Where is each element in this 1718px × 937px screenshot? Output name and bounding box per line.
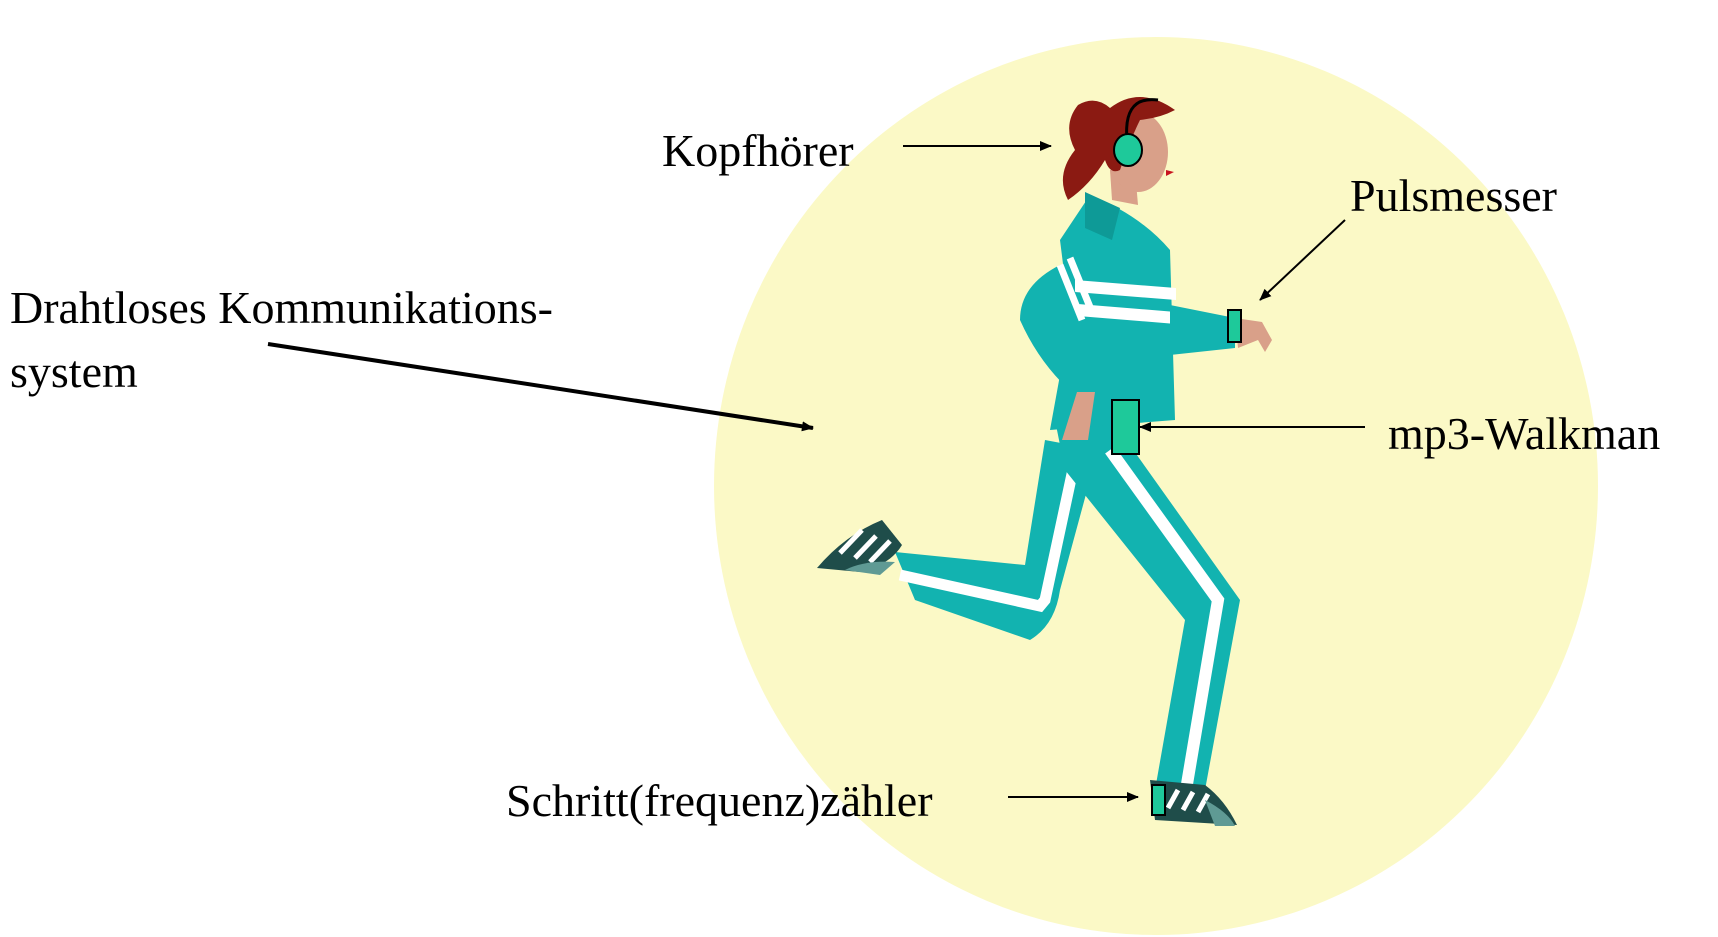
label-mp3-walkman: mp3-Walkman (1388, 405, 1660, 463)
headphone-cup (1114, 134, 1142, 166)
label-wireless-line2: system (10, 343, 138, 401)
label-pulse-meter: Pulsmesser (1350, 167, 1557, 225)
pulse-meter-device (1228, 310, 1241, 342)
label-step-counter: Schritt(frequenz)zähler (506, 772, 933, 830)
label-headphones: Kopfhörer (662, 122, 854, 180)
step-counter-device (1152, 785, 1165, 815)
label-wireless-line1: Drahtloses Kommunikations- (10, 279, 553, 337)
mp3-walkman-device (1112, 400, 1139, 454)
